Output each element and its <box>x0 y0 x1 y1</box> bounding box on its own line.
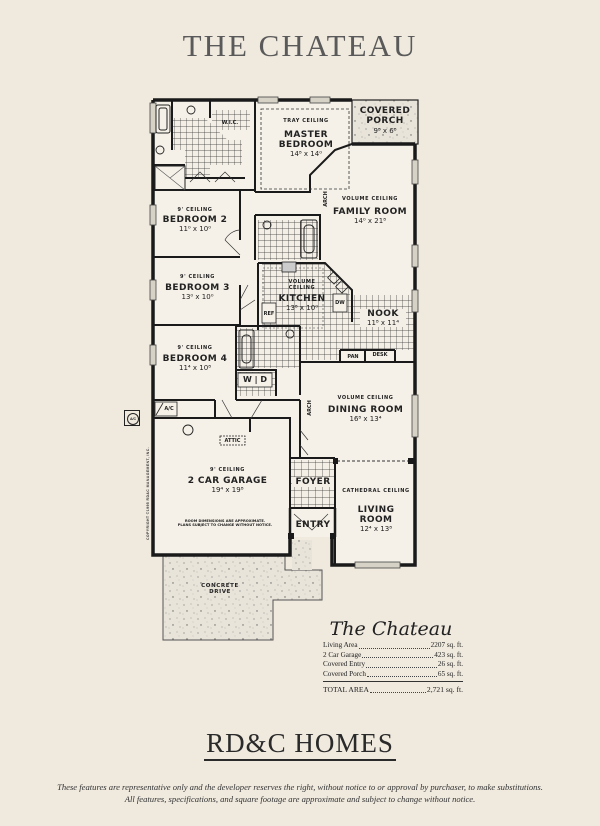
room-living-room: CATHEDRAL CEILING LIVING ROOM 12⁴ x 13⁸ <box>342 488 410 534</box>
ac-unit-exterior: A/C <box>124 410 140 426</box>
ac-exterior-label: A/C <box>127 413 139 425</box>
room-dimension-note: ROOM DIMENSIONS ARE APPROXIMATE. PLANS S… <box>177 519 273 527</box>
tag-ac-interior: A/C <box>164 406 174 412</box>
builder-brand: RD&C HOMES <box>0 728 600 761</box>
room-entry: ENTRY <box>295 520 331 530</box>
tag-desk: DESK <box>372 352 388 358</box>
room-dining-room: VOLUME CEILING DINING ROOM 16⁸ x 13⁴ <box>327 395 404 424</box>
tag-dishwasher: DW <box>335 300 345 306</box>
tag-wic: W.I.C. <box>221 120 239 126</box>
tag-arch-dining: ARCH <box>306 400 313 416</box>
tag-arch-family: ARCH <box>322 191 329 207</box>
page-title: THE CHATEAU <box>182 28 418 63</box>
tag-refrigerator: REF <box>263 311 275 317</box>
concrete-drive: CONCRETE DRIVE <box>201 583 239 596</box>
copyright-note: COPYRIGHT ©1995 RD&C MANAGEMENT, INC. <box>146 446 150 540</box>
room-bedroom-2: 9' CEILING BEDROOM 2 11⁰ x 10⁰ <box>162 207 228 234</box>
room-foyer: FOYER <box>292 477 334 488</box>
disclaimer: These features are representative only a… <box>57 782 543 804</box>
summary-divider <box>323 681 463 682</box>
room-bedroom-3: 9' CEILING BEDROOM 3 13⁰ x 10⁰ <box>165 274 230 302</box>
room-bedroom-4: 9' CEILING BEDROOM 4 11⁴ x 10⁸ <box>162 345 228 373</box>
room-covered-porch: COVERED PORCH 9⁸ x 6⁸ <box>359 106 411 135</box>
room-kitchen: VOLUME CEILING KITCHEN 13⁸ x 10⁰ <box>278 279 326 312</box>
room-master-bedroom: TRAY CEILING MASTER BEDROOM 14⁸ x 14⁰ <box>278 118 334 159</box>
room-nook: NOOK 11⁸ x 11⁴ <box>360 309 406 328</box>
room-family-room: VOLUME CEILING FAMILY ROOM 14⁰ x 21⁸ <box>333 196 407 226</box>
tag-pantry: PAN <box>347 354 359 360</box>
tag-attic: ATTIC <box>224 438 241 444</box>
tag-washer-dryer: W | D <box>243 375 267 384</box>
room-2-car-garage: 9' CEILING 2 CAR GARAGE 19⁴ x 19⁸ <box>187 467 268 495</box>
summary-title: The Chateau <box>329 618 453 640</box>
